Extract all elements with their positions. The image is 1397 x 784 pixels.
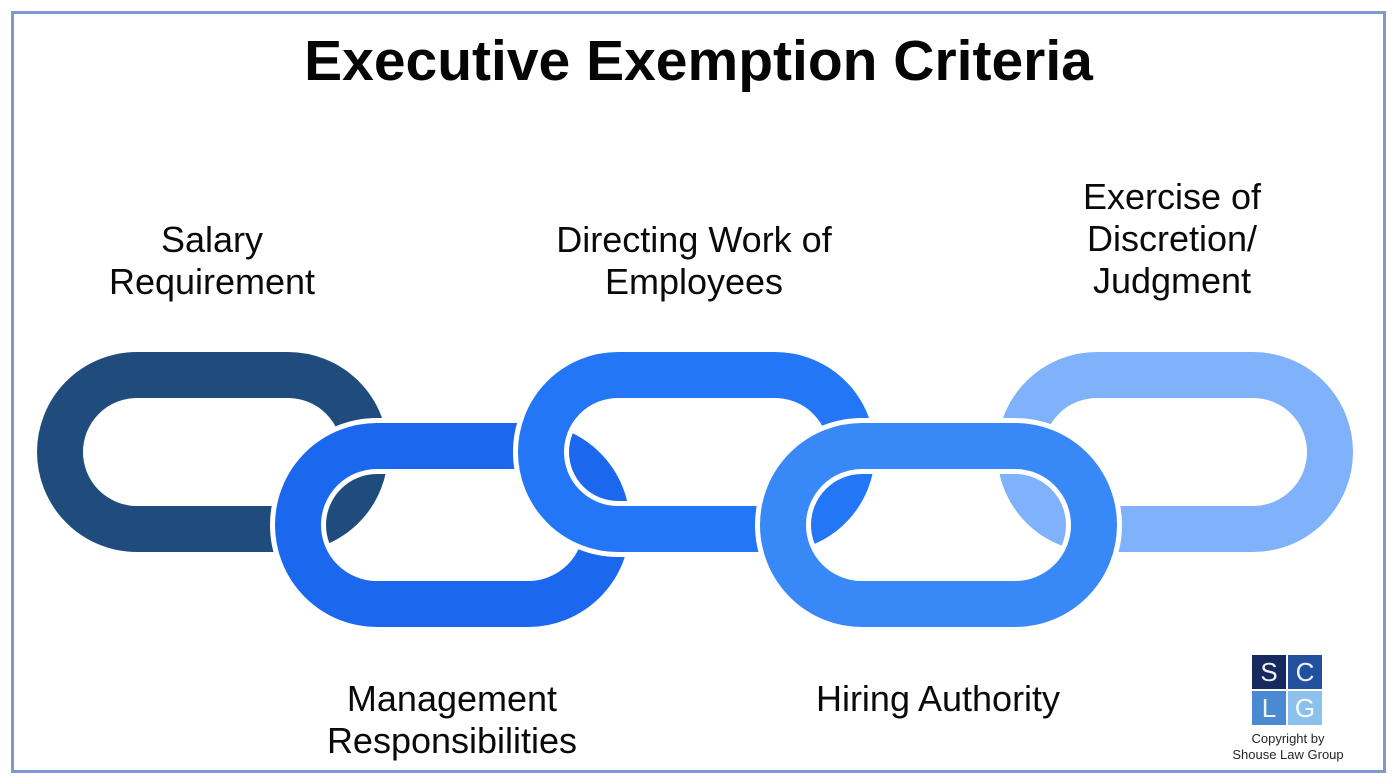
logo-tile-g: G (1288, 691, 1322, 725)
logo-tile-c: C (1288, 655, 1322, 689)
copyright-line-2: Shouse Law Group (1232, 747, 1344, 762)
label-hiring-authority: Hiring Authority (815, 678, 1061, 719)
sclg-logo: S C L G Copyright by Shouse Law Group (1232, 655, 1344, 762)
label-salary-requirement: Salary Requirement (108, 219, 316, 303)
label-management-responsibilities: Management Responsibilities (326, 678, 578, 762)
copyright-text: Copyright by Shouse Law Group (1208, 731, 1368, 763)
label-exercise-of-discretion-judgment: Exercise of Discretion/ Judgment (1082, 176, 1262, 302)
copyright-line-1: Copyright by (1251, 731, 1325, 746)
logo-tile-s: S (1252, 655, 1286, 689)
label-directing-work-of-employees: Directing Work of Employees (556, 219, 832, 303)
sclg-logo-grid: S C L G (1252, 655, 1324, 725)
chain-link-hiring-authority (755, 418, 1122, 632)
page-title: Executive Exemption Criteria (304, 29, 1093, 93)
logo-tile-l: L (1252, 691, 1286, 725)
chain-link-ring (760, 423, 1117, 627)
